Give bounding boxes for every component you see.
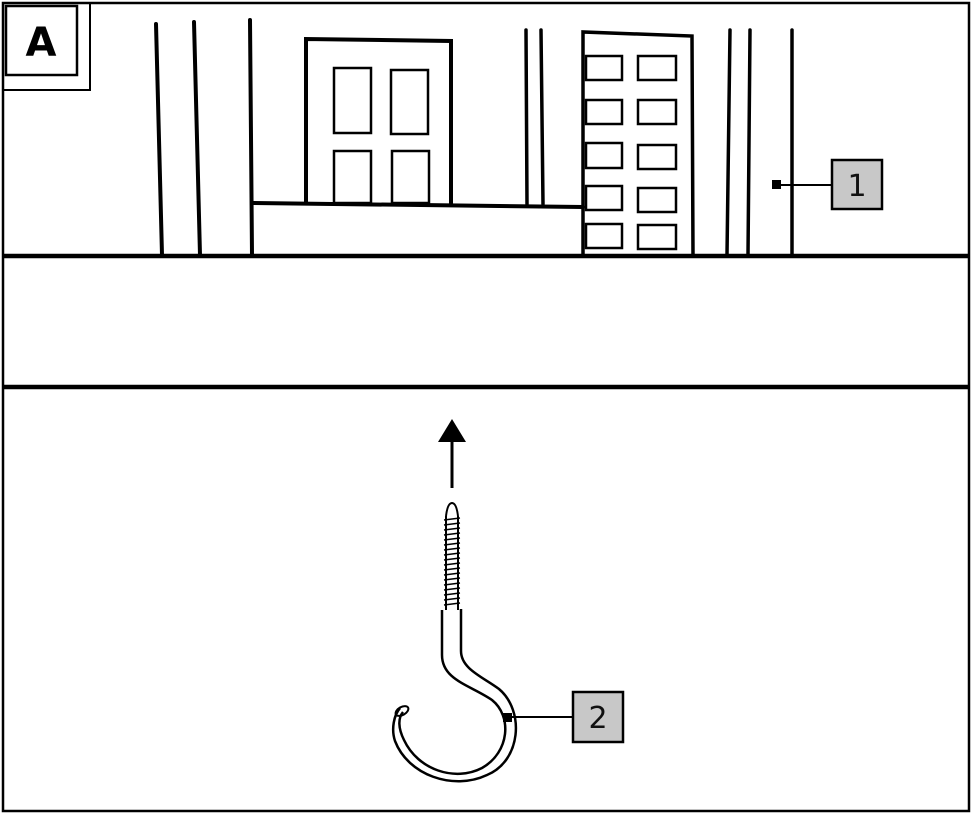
- pole-left-2: [192, 20, 202, 257]
- door-building: [304, 36, 453, 207]
- callout-1-number: 1: [847, 169, 866, 204]
- pole-mid-2: [539, 28, 545, 206]
- panel-letter: A: [26, 20, 57, 66]
- callout-2-number: 2: [588, 701, 607, 736]
- tall-building: [581, 30, 695, 257]
- pole-right-2: [746, 28, 752, 257]
- pole-left-3: [248, 18, 254, 257]
- pole-mid-1: [524, 28, 529, 206]
- building-scene: [154, 18, 794, 257]
- panel-letter-box: A: [3, 3, 91, 91]
- ceiling: [3, 253, 969, 390]
- callout-2: 2: [503, 690, 625, 744]
- callout-1: 1: [772, 158, 884, 211]
- screw-hook: [391, 501, 518, 783]
- low-wall-top: [251, 201, 585, 209]
- pole-left-1: [154, 22, 164, 257]
- pole-right-1: [725, 28, 732, 257]
- upward-arrow: [438, 419, 466, 488]
